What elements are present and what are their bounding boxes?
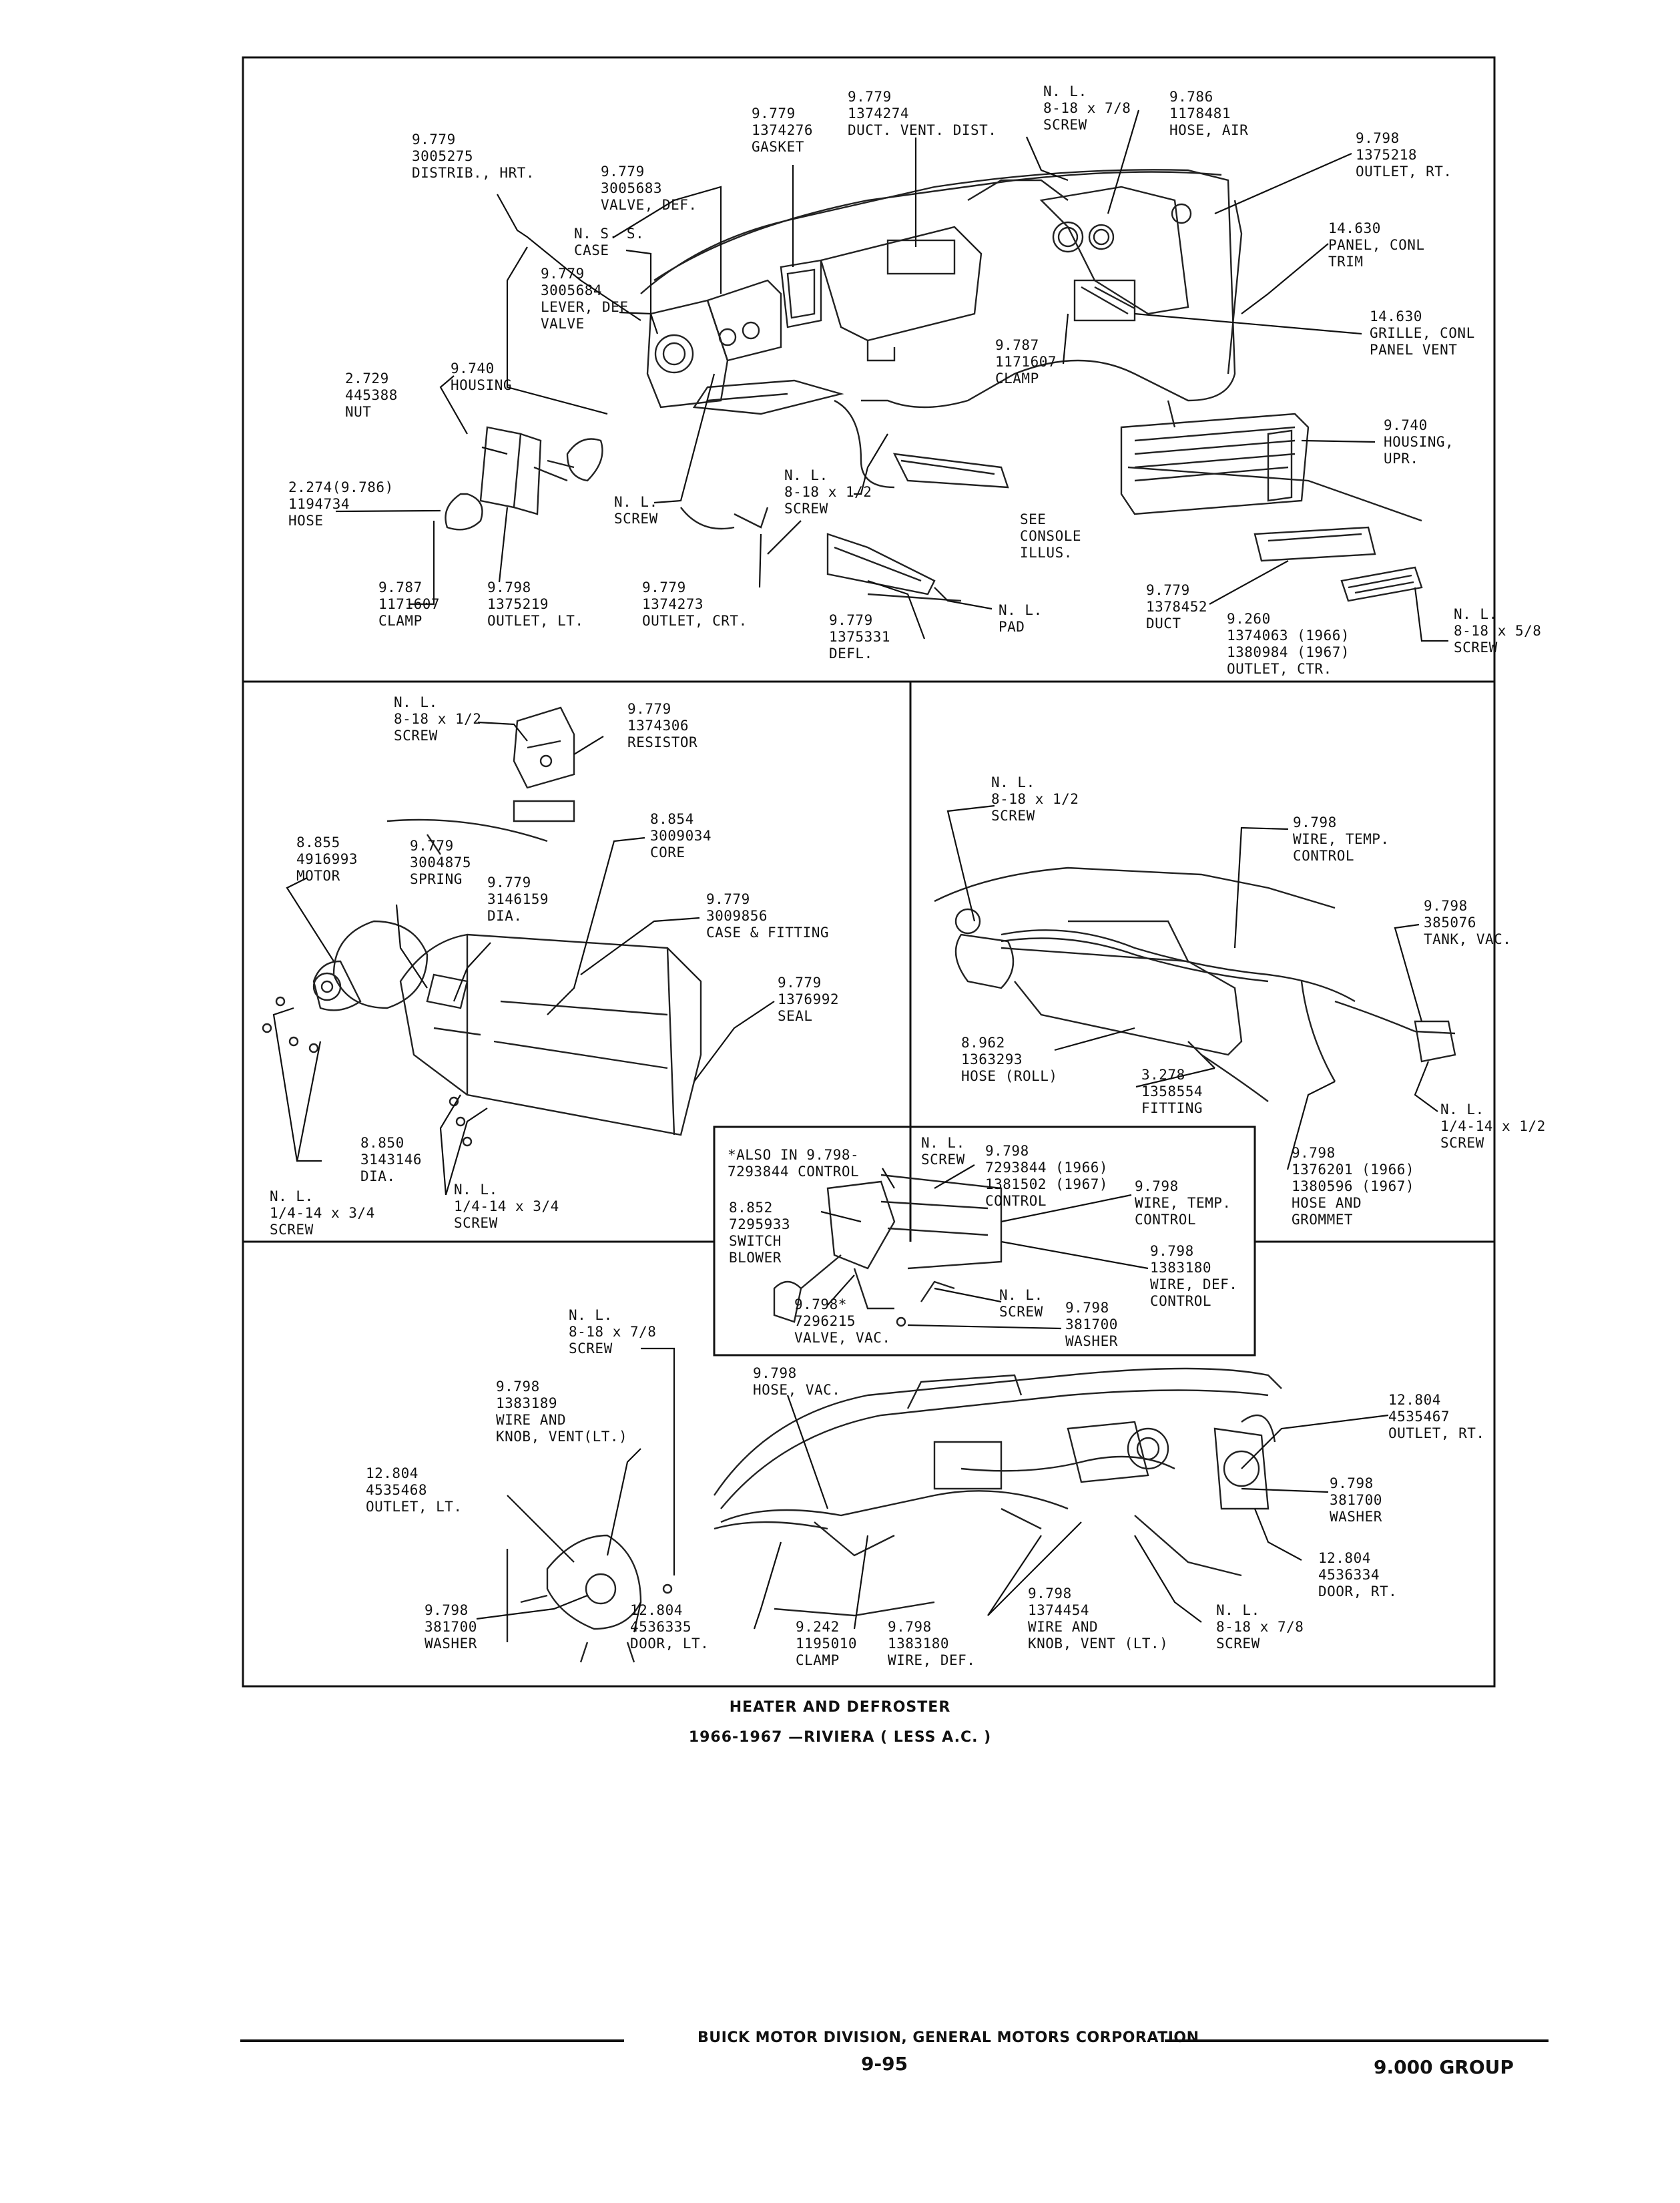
callout-screw-half: N. L. 8-18 x 1/2 SCREW (784, 467, 872, 517)
callout-outlet-crt: 9.779 1374273 OUTLET, CRT. (642, 579, 748, 629)
callout-spring: 9.779 3004875 SPRING (410, 838, 472, 887)
callout-outlet-ctr: 9.260 1374063 (1966) 1380984 (1967) OUTL… (1227, 611, 1350, 677)
callout-housing-upr: 9.740 HOUSING, UPR. (1384, 417, 1454, 467)
upper-panel-artwork (445, 169, 1423, 602)
callout-hose-roll: 8.962 1363293 HOSE (ROLL) (961, 1035, 1058, 1084)
callout-distrib-hrt: 9.779 3005275 DISTRIB., HRT. (412, 132, 535, 181)
middle-right-artwork (934, 867, 1456, 1102)
callout-clamp-lower: 9.242 1195010 CLAMP (796, 1619, 858, 1668)
callout-screw-58: N. L. 8-18 x 5/8 SCREW (1454, 606, 1542, 656)
callout-pad: N. L. PAD (999, 602, 1043, 635)
callout-screw-lower-rt: N. L. 8-18 x 7/8 SCREW (1216, 1602, 1304, 1652)
callout-dia-1: 9.779 3146159 DIA. (487, 875, 549, 924)
callout-resistor: 9.779 1374306 RESISTOR (627, 701, 698, 750)
figure-subtitle: 1966-1967 —RIVIERA ( LESS A.C. ) (688, 1729, 992, 1746)
callout-tank-vac: 9.798 385076 TANK, VAC. (1424, 898, 1512, 947)
callout-door-rt: 12.804 4536334 DOOR, RT. (1318, 1550, 1398, 1600)
callout-case-nss: N. S. S. CASE (574, 226, 645, 258)
callout-washer-left: 9.798 381700 WASHER (425, 1602, 477, 1652)
callout-valve-vac: 9.798* 7296215 VALVE, VAC. (794, 1296, 891, 1346)
callout-switch-blower: 8.852 7295933 SWITCH BLOWER (729, 1200, 791, 1266)
callout-screw-inset: N. L. SCREW (921, 1135, 965, 1168)
callout-panel-conl-trim: 14.630 PANEL, CONL TRIM (1328, 220, 1425, 270)
callout-gasket: 9.779 1374276 GASKET (752, 105, 814, 155)
callout-wire-temp: 9.798 WIRE, TEMP. CONTROL (1293, 814, 1390, 864)
callout-hose-air: 9.786 1178481 HOSE, AIR (1169, 89, 1249, 138)
callout-washer-right: 9.798 381700 WASHER (1330, 1475, 1382, 1525)
footer-corporation: BUICK MOTOR DIVISION, GENERAL MOTORS COR… (697, 2029, 1199, 2046)
callout-duct-vent-dist: 9.779 1374274 DUCT. VENT. DIST. (848, 89, 997, 138)
inset-artwork (773, 1174, 1003, 1327)
callout-seal: 9.779 1376992 SEAL (778, 975, 840, 1024)
callout-lever-def-valve: 9.779 3005684 LEVER, DEF VALVE (541, 266, 629, 332)
footer-page-number: 9-95 (861, 2053, 908, 2075)
callout-screw-mr: N. L. 8-18 x 1/2 SCREW (991, 774, 1079, 824)
callout-leaders (272, 109, 1448, 1633)
callout-core: 8.854 3009034 CORE (650, 811, 712, 861)
callout-motor: 8.855 4916993 MOTOR (296, 834, 358, 884)
callout-clamp-left: 9.787 1171607 CLAMP (378, 579, 441, 629)
callout-outlet-rt-lower: 12.804 4535467 OUTLET, RT. (1388, 1392, 1485, 1441)
callout-hose-vac: 9.798 HOSE, VAC. (753, 1365, 841, 1398)
footer-rule-right (1165, 2039, 1549, 2042)
callout-wire-knob-lt: 9.798 1383189 WIRE AND KNOB, VENT(LT.) (496, 1379, 628, 1445)
callout-valve-def: 9.779 3005683 VALVE, DEF. (601, 164, 697, 213)
callout-screw-lower-78: N. L. 8-18 x 7/8 SCREW (569, 1307, 657, 1357)
callout-see-console: SEE CONSOLE ILLUS. (1020, 511, 1082, 561)
callout-hose-left: 2.274(9.786) 1194734 HOSE (288, 479, 394, 529)
footer-rule-left (240, 2039, 624, 2042)
callout-clamp-mid: 9.787 1171607 CLAMP (995, 337, 1057, 387)
callout-hose-grommet: 9.798 1376201 (1966) 1380596 (1967) HOSE… (1292, 1145, 1415, 1228)
callout-screw-top: N. L. 8-18 x 7/8 SCREW (1043, 83, 1131, 133)
panel-frame (242, 56, 1496, 1688)
callout-wire-def: 9.798 1383180 WIRE, DEF. (888, 1619, 976, 1668)
callout-outlet-lt-lower: 12.804 4535468 OUTLET, LT. (366, 1465, 463, 1515)
callout-screw-inset-2: N. L. SCREW (999, 1287, 1043, 1320)
callout-washer-inset: 9.798 381700 WASHER (1065, 1300, 1118, 1349)
callout-control-inset: 9.798 7293844 (1966) 1381502 (1967) CONT… (985, 1143, 1109, 1209)
callout-wire-temp-inset: 9.798 WIRE, TEMP. CONTROL (1135, 1178, 1231, 1228)
footer-group: 9.000 GROUP (1374, 2056, 1514, 2078)
callout-screw-nl: N. L. SCREW (614, 494, 658, 527)
callout-screw-resistor: N. L. 8-18 x 1/2 SCREW (394, 694, 482, 744)
callout-defl: 9.779 1375331 DEFL. (829, 612, 891, 662)
callout-screw-mr-14: N. L. 1/4-14 x 1/2 SCREW (1440, 1102, 1546, 1151)
callout-fitting: 3.278 1358554 FITTING (1141, 1067, 1203, 1116)
callout-wire-def-control: 9.798 1383180 WIRE, DEF. CONTROL (1150, 1243, 1238, 1309)
figure-title: HEATER AND DEFROSTER (729, 1699, 951, 1716)
callout-outlet-lt: 9.798 1375219 OUTLET, LT. (487, 579, 584, 629)
callout-screw-14-b: N. L. 1/4-14 x 3/4 SCREW (454, 1182, 559, 1231)
callout-housing: 9.740 HOUSING (451, 360, 513, 393)
callout-duct-right: 9.779 1378452 DUCT (1146, 582, 1208, 632)
lower-panel-artwork (506, 1367, 1282, 1663)
callout-nut: 2.729 445388 NUT (345, 371, 398, 420)
callout-grille-conl: 14.630 GRILLE, CONL PANEL VENT (1370, 308, 1475, 358)
middle-left-artwork (262, 706, 702, 1147)
callout-dia-2: 8.850 3143146 DIA. (360, 1135, 423, 1184)
callout-wire-knob-vent: 9.798 1374454 WIRE AND KNOB, VENT (LT.) (1028, 1585, 1169, 1652)
callout-door-lt: 12.804 4536335 DOOR, LT. (630, 1602, 710, 1652)
callout-case-fitting: 9.779 3009856 CASE & FITTING (706, 891, 830, 941)
callout-outlet-rt: 9.798 1375218 OUTLET, RT. (1356, 130, 1452, 180)
callout-also-in: *ALSO IN 9.798- 7293844 CONTROL (728, 1147, 860, 1180)
callout-screw-14-a: N. L. 1/4-14 x 3/4 SCREW (270, 1188, 375, 1238)
